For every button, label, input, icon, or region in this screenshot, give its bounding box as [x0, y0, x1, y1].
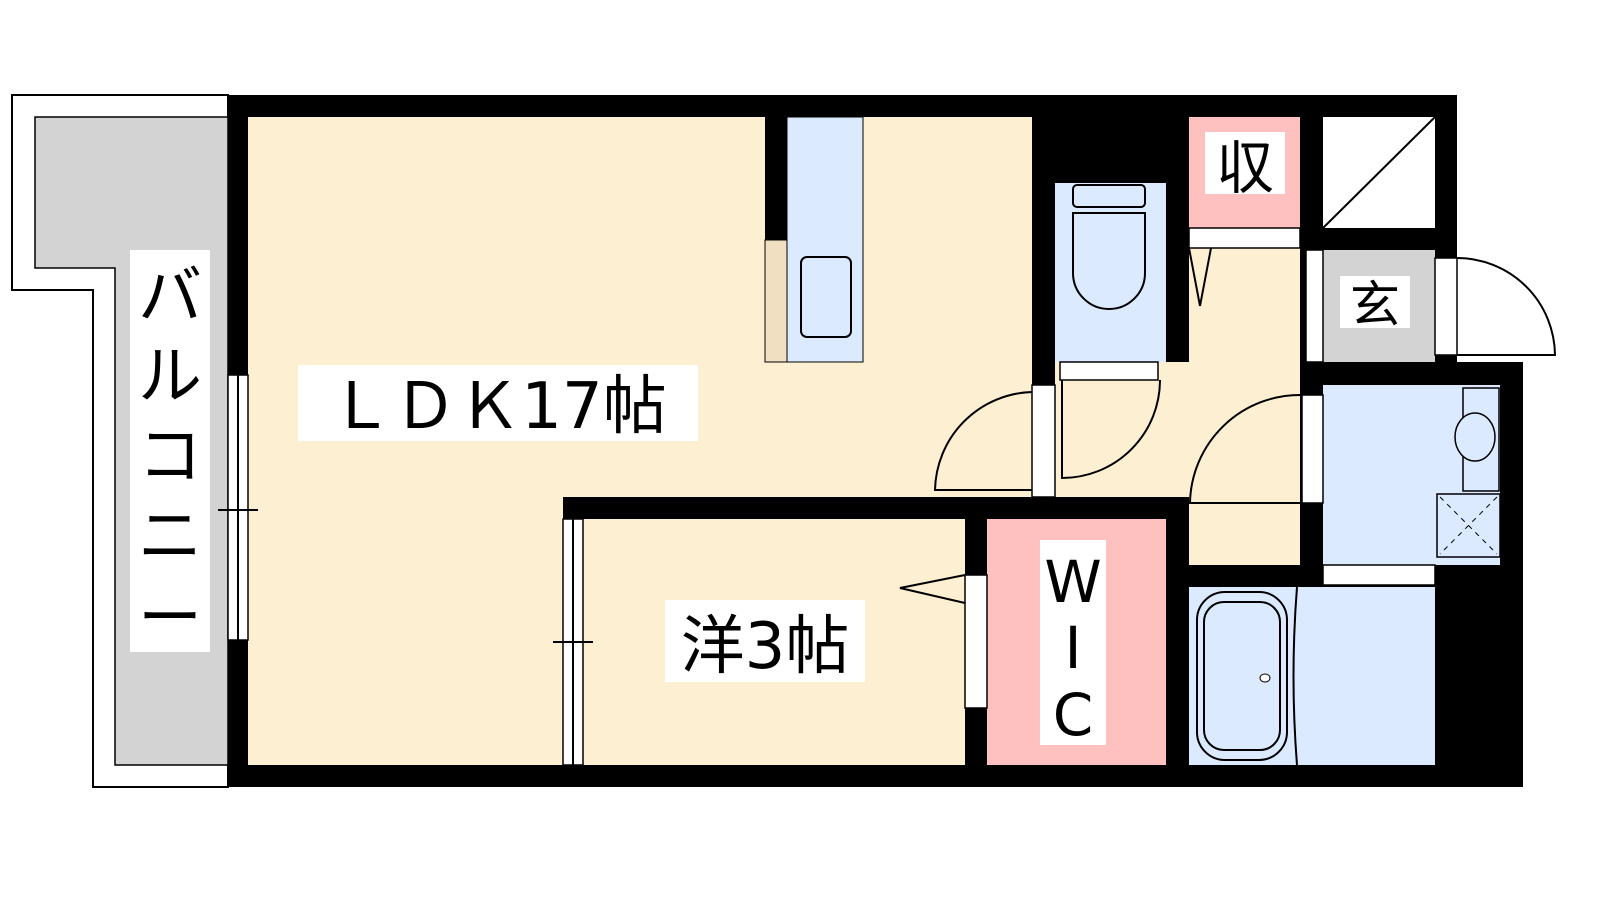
label-ldk: ＬＤＫ17帖: [329, 370, 666, 444]
toilet-icon: [1072, 184, 1146, 310]
door-bath: [1322, 564, 1436, 586]
door-wic: [964, 574, 988, 709]
washing-machine-icon: [1436, 493, 1501, 558]
door-washroom: [1301, 394, 1324, 504]
svg-text:コ: コ: [138, 420, 202, 494]
svg-text:ル: ル: [138, 340, 202, 414]
bathtub-icon: [1196, 586, 1298, 766]
door-toilet: [1059, 361, 1159, 381]
label-western: 洋3帖: [681, 610, 850, 684]
balcony-label: バ ル コ ニ ー: [138, 260, 202, 656]
label-entrance: 玄: [1350, 276, 1400, 334]
sink-icon: [800, 256, 852, 338]
washbasin-icon: [1454, 387, 1500, 492]
svg-text:バ: バ: [138, 260, 202, 334]
svg-text:I: I: [1064, 614, 1081, 682]
svg-text:ー: ー: [138, 582, 202, 656]
door-storage: [1188, 227, 1301, 249]
hallway: [1055, 248, 1300, 565]
svg-text:C: C: [1053, 681, 1094, 749]
svg-text:ニ: ニ: [138, 500, 202, 574]
label-storage: 収: [1216, 134, 1274, 202]
svg-text:W: W: [1044, 548, 1101, 616]
kitchen-wall: [765, 117, 787, 240]
door-ldk: [1031, 384, 1056, 498]
kitchen-cabinet: [764, 239, 788, 363]
front-door[interactable]: [1434, 257, 1458, 356]
